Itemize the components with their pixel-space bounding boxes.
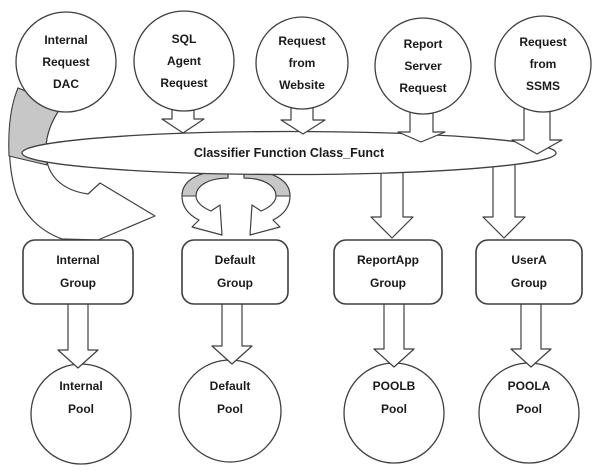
source-circle-sql-agent-request xyxy=(133,10,235,112)
group-box-default xyxy=(181,239,289,305)
arrow-internal-group-to-internal-pool xyxy=(57,301,99,369)
group-label-reportapp: ReportApp Group xyxy=(357,253,419,290)
loop-arrow-left-gray-segment xyxy=(181,170,229,197)
source-label-request-from-ssms: Request from SSMS xyxy=(519,35,567,93)
group-label-usera: UserA Group xyxy=(511,253,547,290)
group-label-internal: Internal Group xyxy=(56,253,100,290)
source-label-report-server-request: Report Server Request xyxy=(399,37,447,95)
pool-label-poola: POOLA Pool xyxy=(507,379,551,416)
arrow-website-to-classifier xyxy=(280,105,326,135)
classifier-function-label: Classifier Function Class_Funct xyxy=(193,146,385,160)
source-label-sql-agent-request: SQL Agent Request xyxy=(160,32,208,90)
source-label-internal-request-dac: Internal Request DAC xyxy=(42,33,90,91)
pool-label-poolb: POOLB Pool xyxy=(372,379,416,416)
pool-label-internal: Internal Pool xyxy=(59,379,103,416)
source-circle-internal-request-dac xyxy=(15,11,117,113)
arrow-classifier-to-usera-group xyxy=(482,154,526,239)
source-circle-request-from-website xyxy=(255,16,349,110)
group-box-reportapp xyxy=(333,239,443,305)
arrow-default-group-to-default-pool xyxy=(211,301,253,365)
group-box-usera xyxy=(475,239,583,305)
source-circle-report-server-request xyxy=(374,17,472,115)
pool-label-default: Default Pool xyxy=(209,379,251,416)
group-label-default: Default Group xyxy=(214,253,256,290)
classifier-function-ellipse xyxy=(21,130,557,176)
group-box-internal xyxy=(22,239,134,305)
source-label-request-from-website: Request from Website xyxy=(278,34,326,92)
source-circle-request-from-ssms xyxy=(494,15,592,113)
arrow-usera-group-to-poola-pool xyxy=(510,301,552,368)
arrow-reportapp-group-to-poolb-pool xyxy=(373,301,415,368)
